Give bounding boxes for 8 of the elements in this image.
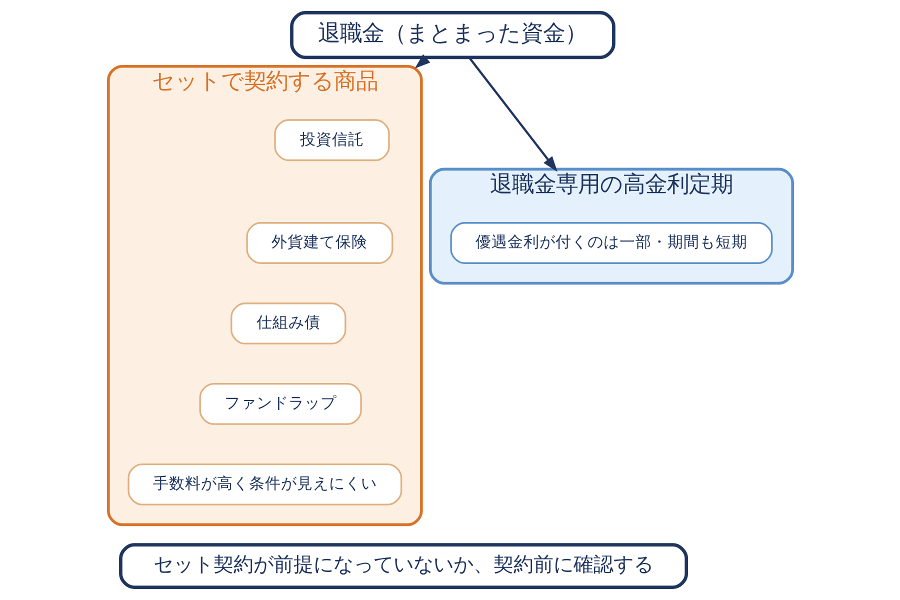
node-box: 手数料が高く条件が見えにくい <box>127 464 402 506</box>
node-box: セット契約が前提になっていないか、契約前に確認する <box>118 543 688 589</box>
node-box: 仕組み債 <box>230 302 346 344</box>
node-box: ファンドラップ <box>198 383 362 425</box>
node-box: 優遇金利が付くのは一部・期間も短期 <box>450 222 772 264</box>
arrow <box>468 57 557 172</box>
node-box: 外貨建て保険 <box>246 222 393 264</box>
node-box: 投資信託 <box>274 119 390 162</box>
